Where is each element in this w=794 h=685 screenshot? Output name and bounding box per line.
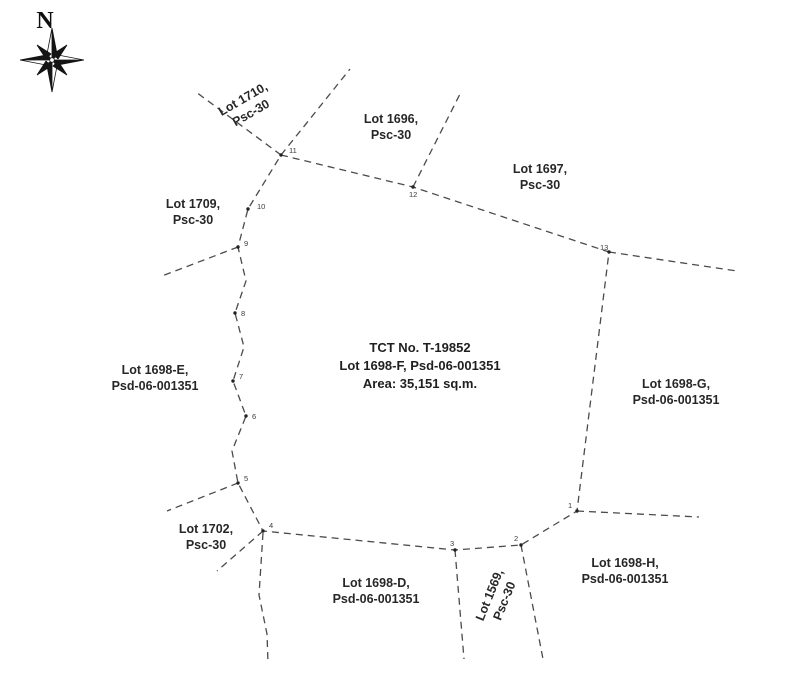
lot-label-lot-1709: Lot 1709,Psc-30	[166, 197, 220, 227]
lot-label-lot-1702: Lot 1702,Psc-30	[179, 522, 233, 552]
boundary-point	[575, 509, 579, 513]
neighbor-boundary-line	[412, 91, 462, 188]
lot-label-lot-1569: Lot 1569,Psc-30	[473, 567, 521, 628]
boundary-point	[607, 250, 611, 254]
boundary-point	[246, 207, 250, 211]
neighbor-boundary-line	[576, 510, 700, 518]
boundary-point	[233, 311, 237, 315]
neighbor-boundary-line	[195, 91, 282, 156]
neighbor-boundary-line	[258, 532, 269, 664]
boundary-point-number: 7	[239, 372, 243, 381]
neighbor-boundary-line	[454, 549, 465, 660]
boundary-point	[236, 245, 240, 249]
boundary-point	[453, 548, 457, 552]
parcel-boundary	[231, 154, 610, 551]
north-label: N	[36, 8, 54, 34]
boundary-point-number: 6	[252, 412, 256, 421]
boundary-point-number: 11	[289, 146, 297, 155]
lot-label-lot-1698-h: Lot 1698-H,Psd-06-001351	[582, 556, 669, 586]
lot-label-lot-1710: Lot 1710,Psc-30	[216, 79, 278, 132]
lot-label-lot-1698-e: Lot 1698-E,Psd-06-001351	[112, 363, 199, 393]
parcel-tct-number: TCT No. T-19852	[369, 340, 470, 355]
boundary-point-number: 8	[241, 309, 245, 318]
boundary-point-number: 3	[450, 539, 454, 548]
boundary-point	[244, 414, 248, 418]
boundary-point	[279, 153, 283, 157]
neighbor-boundary-line	[520, 544, 544, 660]
boundary-point	[231, 379, 235, 383]
parcel-title-block: TCT No. T-19852 Lot 1698-F, Psd-06-00135…	[339, 340, 500, 391]
neighbor-boundary-line	[161, 246, 239, 277]
boundary-point	[411, 185, 415, 189]
boundary-point-number: 1	[568, 501, 572, 510]
boundary-point	[519, 543, 523, 547]
parcel-area: Area: 35,151 sq.m.	[363, 376, 477, 391]
neighbor-boundary-line	[166, 482, 239, 512]
boundary-point-number: 9	[244, 239, 248, 248]
compass-rose-icon: N	[19, 8, 85, 93]
boundary-point-number: 13	[600, 243, 608, 252]
lot-label-lot-1696: Lot 1696,Psc-30	[364, 112, 418, 142]
boundary-point-number: 12	[409, 190, 417, 199]
neighbor-boundary-line	[216, 530, 264, 572]
neighbor-boundary-line	[280, 68, 351, 156]
lot-label-lot-1697: Lot 1697,Psc-30	[513, 162, 567, 192]
boundary-point-number: 2	[514, 534, 518, 543]
boundary-point-number: 5	[244, 474, 248, 483]
boundary-point	[236, 481, 240, 485]
neighbor-boundary-line	[608, 251, 738, 272]
lot-label-lot-1698-g: Lot 1698-G,Psd-06-001351	[633, 377, 720, 407]
boundary-point	[261, 529, 265, 533]
parcel-lot-number: Lot 1698-F, Psd-06-001351	[339, 358, 500, 373]
lot-label-lot-1698-d: Lot 1698-D,Psd-06-001351	[333, 576, 420, 606]
boundary-point-number: 10	[257, 202, 265, 211]
neighbor-boundaries	[161, 68, 738, 664]
boundary-point-number: 4	[269, 521, 273, 530]
